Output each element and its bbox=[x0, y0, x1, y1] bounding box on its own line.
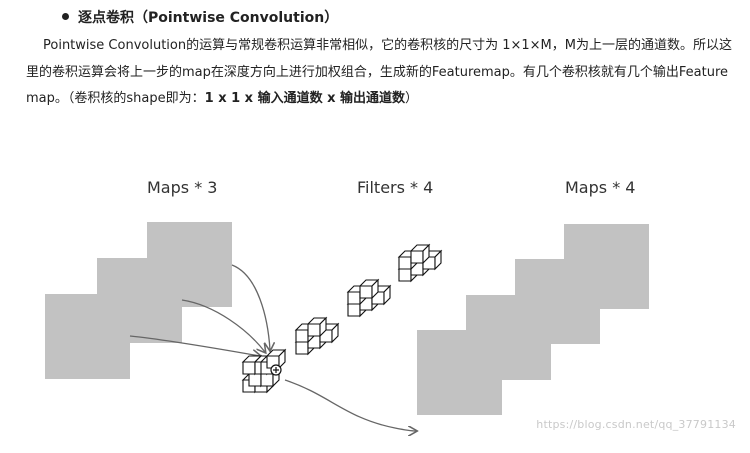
input-map bbox=[45, 294, 130, 379]
filter-cube bbox=[347, 279, 391, 317]
output-arrow bbox=[284, 379, 416, 431]
section-heading: 逐点卷积（Pointwise Convolution） bbox=[62, 7, 338, 29]
paragraph-line-3: map。有几个卷积核就有几个输出Feature map。（卷积核的shape即为… bbox=[26, 64, 729, 107]
bullet-icon bbox=[62, 12, 69, 20]
heading-text: 逐点卷积（Pointwise Convolution） bbox=[78, 10, 339, 26]
sum-icon bbox=[270, 364, 282, 376]
watermark: https://blog.csdn.net/qq_37791134 bbox=[536, 418, 736, 431]
shape-formula: 1 x 1 x 输入通道数 x 输出通道数 bbox=[204, 91, 406, 106]
description-paragraph: Pointwise Convolution的运算与常规卷积运算非常相似，它的卷积… bbox=[26, 33, 736, 113]
label-output-maps: Maps * 4 bbox=[565, 178, 635, 197]
filter-cube bbox=[398, 244, 442, 282]
paragraph-line-2: 层的通道数。所以这里的卷积运算会将上一步的map在深度方向上进行加权组合，生成新… bbox=[26, 38, 733, 80]
output-maps bbox=[417, 224, 649, 415]
filter-cube bbox=[295, 317, 339, 355]
paragraph-tail: ） bbox=[405, 91, 419, 106]
input-arrows bbox=[129, 264, 270, 356]
input-maps bbox=[45, 222, 232, 379]
output-map bbox=[417, 330, 502, 415]
label-filters: Filters * 4 bbox=[357, 178, 433, 197]
paragraph-line-1: Pointwise Convolution的运算与常规卷积运算非常相似，它的卷积… bbox=[43, 38, 615, 53]
label-input-maps: Maps * 3 bbox=[147, 178, 217, 197]
pointwise-convolution-diagram: Maps * 3 Filters * 4 Maps * 4 bbox=[45, 178, 649, 453]
